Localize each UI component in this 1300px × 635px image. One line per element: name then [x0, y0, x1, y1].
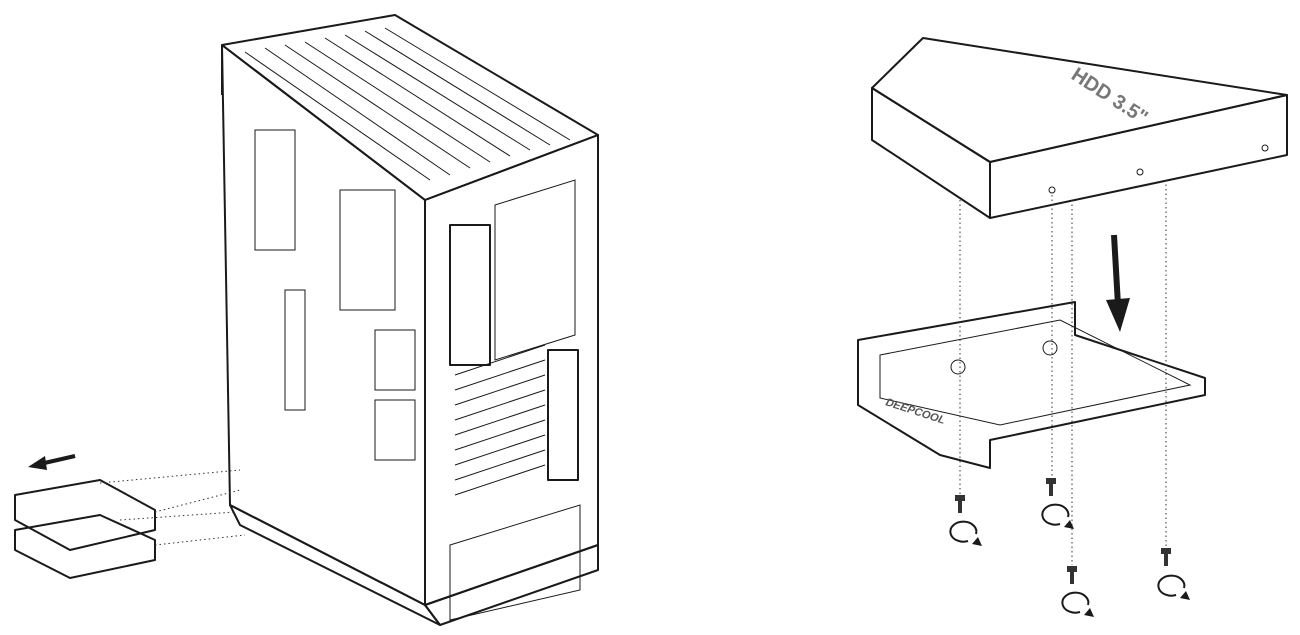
pc-case: [221, 14, 599, 626]
pull-out-arrow-icon: [28, 454, 76, 470]
tray-logo: DEEPCOOL: [884, 396, 947, 427]
hdd-label: HDD 3.5": [1067, 64, 1151, 129]
hdd-tray: DEEPCOOL: [857, 301, 1206, 469]
screw-guide-lines: [959, 180, 1167, 565]
screw-icon: [1046, 478, 1056, 496]
screw-icon: [1067, 566, 1077, 584]
screw-icon: [955, 495, 965, 513]
hard-drive: HDD 3.5": [871, 37, 1288, 219]
screw-icon: [1161, 548, 1171, 566]
hdd-trays-removed: [14, 469, 246, 579]
rotate-clockwise-icons: [949, 503, 1190, 617]
screws: [955, 478, 1171, 584]
insert-arrow-icon: [1106, 234, 1130, 332]
